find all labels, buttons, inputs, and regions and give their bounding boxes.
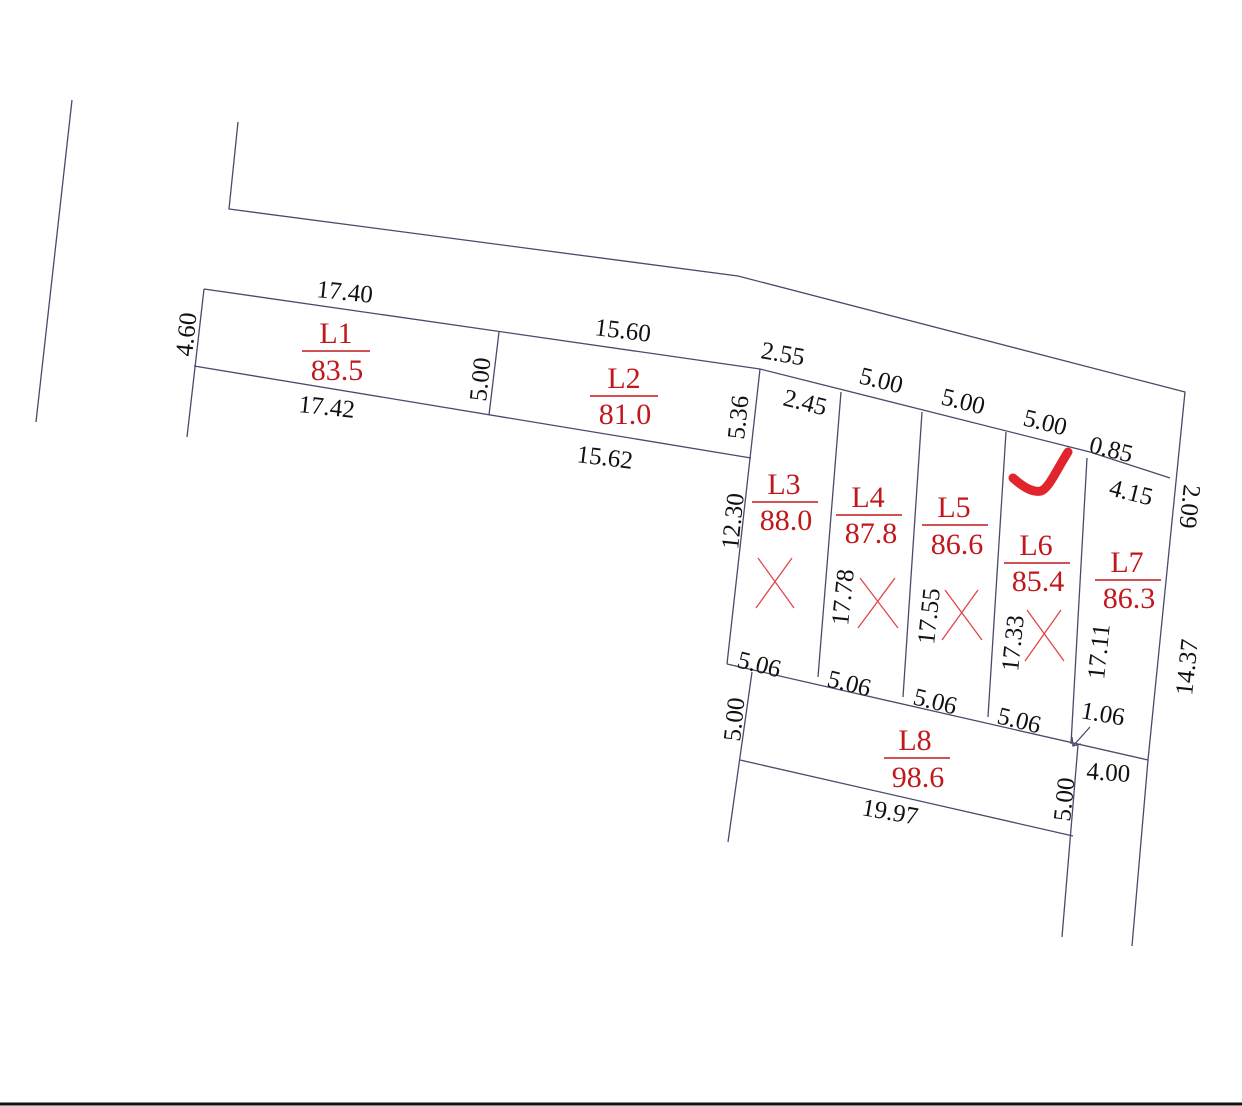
- road-boundary: [228, 121, 1186, 761]
- dim-l7-bottom-b: 4.00: [1086, 758, 1132, 788]
- dim-l7-top-a: 0.85: [1087, 432, 1136, 469]
- l8-bottom-edge: [739, 759, 1074, 837]
- lots-top-edge: [759, 368, 1091, 453]
- lot-l6-check-icon: [1008, 447, 1073, 496]
- dim-l7-top-b: 4.15: [1107, 475, 1156, 512]
- dim-l6-bottom: 5.06: [995, 703, 1044, 740]
- l7-bottom-arrow: [1072, 726, 1091, 747]
- dim-l3-bottom: 5.06: [735, 647, 784, 684]
- lot-l5-name: L5: [937, 491, 970, 524]
- dim-l5-top: 5.00: [939, 384, 988, 421]
- dim-l7-left: 17.11: [1083, 623, 1116, 681]
- lot-l4-area: 87.8: [845, 517, 898, 550]
- lot-l8-area: 98.6: [892, 761, 945, 794]
- lot-l1-area: 83.5: [311, 354, 364, 387]
- dim-l2-right: 5.36: [723, 394, 754, 440]
- l7-right-lower-edge: [1131, 759, 1149, 947]
- lot-l5[interactable]: L5 86.6: [922, 491, 988, 561]
- lot-l1-name: L1: [319, 317, 352, 350]
- dim-l7-bottom-a: 1.06: [1079, 697, 1127, 731]
- lot-labels: L1 83.5 L2 81.0 L3 88.0 L4 87.8 L5 86.6 …: [302, 317, 1161, 794]
- parcel-lines: [35, 99, 1186, 947]
- lot-l2[interactable]: L2 81.0: [590, 362, 658, 431]
- lot-l8-name: L8: [898, 724, 931, 757]
- dim-l1-l2-shared: 5.00: [465, 356, 496, 402]
- lot-l5-sold-cross-icon: [941, 589, 983, 641]
- lot-l7-area: 86.3: [1103, 582, 1156, 615]
- arrow-head: [1071, 736, 1082, 747]
- l4-l5-divider: [902, 411, 923, 698]
- dim-l8-bottom: 19.97: [860, 794, 920, 830]
- dim-l1-bottom: 17.42: [297, 391, 356, 424]
- lot-l6-name: L6: [1019, 529, 1052, 562]
- lot-l3-sold-cross-icon: [755, 557, 795, 609]
- l1-top-edge: [203, 288, 761, 370]
- dim-l5-bottom: 5.06: [911, 684, 960, 721]
- l6-l7-divider: [1070, 457, 1088, 745]
- lot-l6[interactable]: L6 85.4: [1004, 529, 1070, 598]
- dim-l3-top-outer: 2.55: [759, 337, 807, 371]
- dim-l7-corner: 2.09: [1173, 483, 1204, 529]
- far-left-boundary: [35, 99, 73, 423]
- lot-l1[interactable]: L1 83.5: [302, 317, 370, 387]
- dim-l1-top: 17.40: [315, 276, 374, 309]
- lot-l4-sold-cross-icon: [857, 577, 899, 629]
- dim-l4-top: 5.00: [857, 363, 906, 400]
- l1-bottom-edge: [193, 365, 752, 459]
- dim-l6-left: 17.33: [997, 614, 1030, 673]
- dim-l4-bottom: 5.06: [825, 666, 874, 703]
- lot-l4-name: L4: [851, 481, 884, 514]
- dim-l8-left: 5.00: [719, 696, 750, 742]
- dim-l4-left: 17.78: [827, 568, 860, 627]
- l1-l2-divider: [488, 331, 500, 416]
- lot-l7-name: L7: [1110, 546, 1143, 579]
- dim-l7-right: 14.37: [1171, 638, 1204, 697]
- l7-top-edge: [1089, 451, 1171, 479]
- lot-l3-area: 88.0: [760, 504, 813, 537]
- l3-l4-divider: [817, 391, 842, 678]
- dim-l3-left: 12.30: [717, 492, 750, 551]
- lots-bottom-edge: [726, 663, 1149, 761]
- lot-l7[interactable]: L7 86.3: [1095, 546, 1161, 615]
- l8-right-edge: [1061, 744, 1079, 938]
- lot-l4[interactable]: L4 87.8: [836, 481, 902, 550]
- lot-l3-name: L3: [767, 468, 800, 501]
- l2-right-edge: [726, 368, 761, 665]
- dim-l5-left: 17.55: [913, 587, 946, 646]
- lot-l8[interactable]: L8 98.6: [884, 724, 950, 794]
- l8-left-edge: [727, 671, 753, 843]
- dim-l3-top-inner: 2.45: [781, 385, 830, 422]
- l1-left-edge: [186, 288, 205, 438]
- dim-l2-top: 15.60: [593, 314, 652, 348]
- lot-l3[interactable]: L3 88.0: [752, 468, 818, 537]
- sold-marks: [755, 557, 1065, 662]
- dim-l8-right: 5.00: [1049, 776, 1080, 822]
- lot-l5-area: 86.6: [931, 528, 984, 561]
- l5-l6-divider: [987, 431, 1007, 718]
- dim-l2-bottom: 15.62: [575, 441, 634, 475]
- lot-l2-name: L2: [607, 362, 640, 395]
- lot-l6-area: 85.4: [1012, 565, 1065, 598]
- lot-l2-area: 81.0: [599, 398, 652, 431]
- lot-l6-sold-cross-icon: [1024, 609, 1065, 662]
- dim-l1-left: 4.60: [171, 311, 202, 357]
